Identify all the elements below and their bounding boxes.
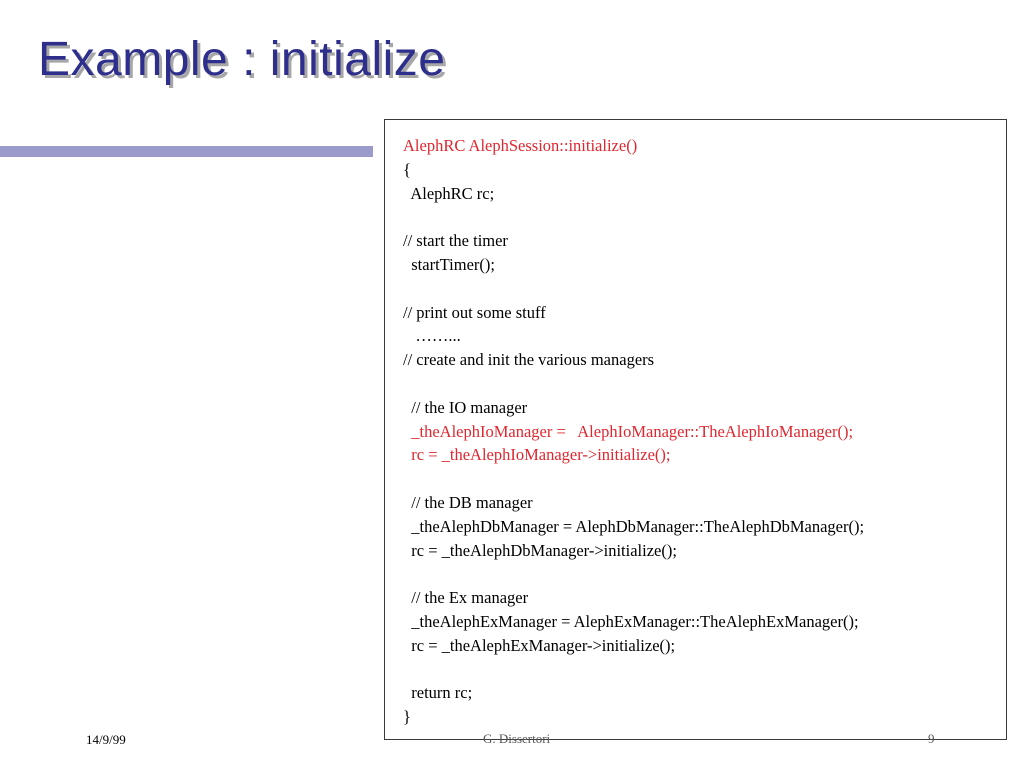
code-line: // start the timer: [403, 231, 508, 251]
code-line: return rc;: [403, 683, 473, 703]
code-line: }: [403, 707, 411, 727]
code-line: _theAlephDbManager = AlephDbManager::The…: [403, 516, 865, 536]
code-line: {: [403, 159, 411, 179]
code-line: // print out some stuff: [403, 302, 546, 322]
code-line: AlephRC AlephSession::initialize(): [403, 136, 638, 155]
code-line: [403, 467, 1006, 491]
code-line: _theAlephExManager = AlephExManager::The…: [403, 611, 859, 631]
title-underline-bar: [0, 146, 373, 157]
footer-author: G. Dissertori: [483, 731, 551, 746]
slide-title: Example : initialize: [38, 33, 446, 86]
code-line: // the Ex manager: [403, 588, 529, 608]
code-line: [403, 658, 1006, 682]
code-line: [403, 562, 1006, 586]
code-line: [403, 372, 1006, 396]
code-line: AlephRC rc;: [403, 183, 495, 203]
code-line: rc = _theAlephIoManager->initialize();: [403, 445, 671, 465]
code-line: // the IO manager: [403, 397, 528, 417]
footer-date: 14/9/99: [86, 732, 126, 747]
code-line: // create and init the various managers: [403, 350, 655, 370]
code-line: [403, 277, 1006, 301]
code-line: rc = _theAlephExManager->initialize();: [403, 635, 676, 655]
code-line: ……...: [403, 326, 461, 346]
code-line: // the DB manager: [403, 492, 533, 512]
footer-page-number: 9: [928, 731, 935, 746]
code-line: [403, 205, 1006, 229]
code-listing-box: AlephRC AlephSession::initialize() { Ale…: [384, 119, 1007, 740]
code-line: _theAlephIoManager = AlephIoManager::The…: [403, 421, 854, 441]
code-line: rc = _theAlephDbManager->initialize();: [403, 540, 677, 560]
code-line: startTimer();: [403, 254, 495, 274]
